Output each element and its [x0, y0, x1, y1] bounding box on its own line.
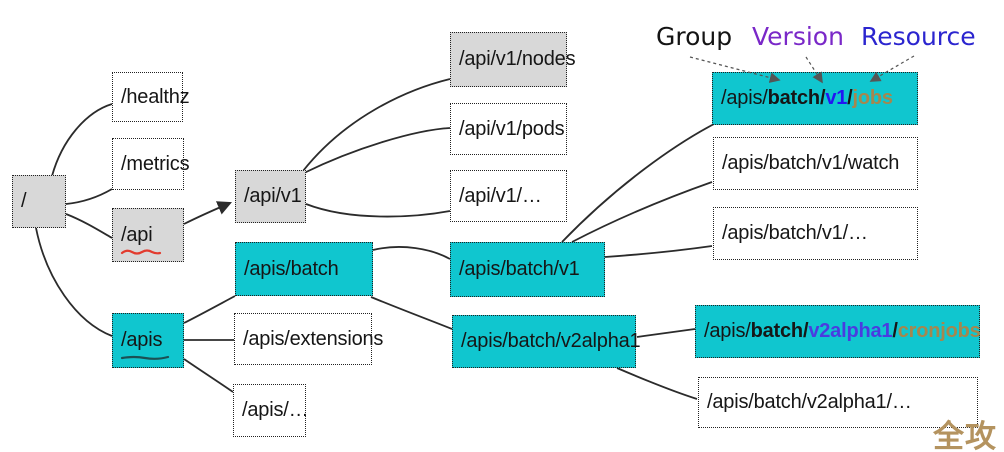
node-api-v1-dots: /api/v1/… — [450, 170, 567, 222]
node-apis-batch-v2alpha1: /apis/batch/v2alpha1 — [452, 315, 641, 368]
legend-label-resource: Resource — [861, 22, 976, 51]
watermark: 全攻略 — [933, 419, 997, 452]
node-label: /apis — [121, 329, 163, 351]
edge-apis-batch-v2alpha1-apis-batch-v2alpha1-cronjobs — [636, 328, 696, 338]
node-apis-batch-v1-jobs-segment: jobs — [852, 87, 894, 109]
node-apis-batch-v2alpha1-cronjobs-segment: / — [892, 320, 898, 342]
node-apis-batch-v1-dots: /apis/batch/v1/… — [713, 207, 918, 260]
edge-api-api-v1 — [183, 201, 232, 225]
node-healthz: /healthz — [112, 72, 190, 122]
edge-api-v1-api-v1-pods — [303, 127, 451, 174]
node-label: /healthz — [121, 85, 190, 108]
node-label: /api/v1/… — [459, 184, 542, 207]
edge-apis-batch-v1-apis-batch-v1-watch — [571, 181, 713, 243]
edge-apis-batch-apis-batch-v1 — [372, 246, 451, 260]
node-label: /apis/batch/v1/… — [722, 222, 868, 244]
red-squiggle-annotation — [120, 249, 162, 255]
node-label: /api — [121, 223, 153, 246]
node-label: /apis/batch/v1 — [459, 258, 580, 280]
edge-api-v1-api-v1-nodes — [302, 78, 451, 172]
edge-apis-batch-v1-apis-batch-v1-dots — [604, 245, 713, 258]
edge-root-healthz — [51, 103, 113, 177]
legend-label-version: Version — [752, 22, 844, 51]
node-label: /apis/extensions — [243, 327, 384, 350]
node-label: /apis/batch/v2alpha1 — [461, 330, 641, 352]
edge-apis-apis-dots — [183, 358, 234, 393]
node-apis-batch-v1-jobs: /apis/batch/v1/jobs — [712, 72, 918, 125]
node-label: /metrics — [121, 152, 190, 175]
node-api-v1: /api/v1 — [235, 170, 306, 223]
node-label: /api/v1/nodes — [459, 48, 576, 70]
edge-apis-apis-batch — [183, 295, 236, 324]
node-apis-batch-v2alpha1-cronjobs-segment: /apis/ — [704, 320, 751, 342]
node-apis-batch-v1-jobs-segment: batch — [767, 87, 821, 109]
node-label: /api/v1/pods — [459, 117, 565, 140]
node-label: / — [21, 190, 27, 212]
node-label: /apis/batch/v1/watch — [722, 152, 900, 174]
edge-api-v1-api-v1-dots — [305, 203, 451, 218]
edge-apis-batch-apis-batch-v2alpha1 — [370, 296, 453, 330]
node-apis-batch-v2alpha1-dots: /apis/batch/v2alpha1/… — [698, 377, 978, 428]
edge-root-metrics — [65, 188, 113, 205]
node-apis-batch-v2alpha1-cronjobs-segment: cronjobs — [897, 320, 981, 342]
node-apis-batch: /apis/batch — [235, 242, 373, 296]
edge-root-api — [65, 213, 113, 239]
node-apis-batch-v2alpha1-cronjobs-segment: v2alpha1 — [808, 320, 893, 342]
node-apis-batch-v2alpha1-cronjobs: /apis/batch/v2alpha1/cronjobs — [695, 305, 981, 358]
node-apis-dots: /apis/… — [233, 384, 309, 437]
node-api-v1-nodes: /api/v1/nodes — [450, 32, 576, 87]
node-apis-batch-v1-jobs-segment: / — [847, 87, 853, 109]
node-metrics: /metrics — [112, 138, 190, 190]
node-label: /apis/… — [242, 399, 309, 421]
node-apis-batch-v1-jobs-segment: v1 — [825, 87, 848, 109]
edge-apis-batch-v1-apis-batch-v1-jobs — [561, 123, 715, 243]
node-apis-batch-v1: /apis/batch/v1 — [450, 242, 605, 297]
node-apis-batch-v2alpha1-cronjobs-segment: / — [802, 320, 809, 342]
node-label: /apis/batch — [244, 257, 339, 280]
node-label: /apis/batch/v2alpha1/… — [707, 391, 912, 413]
node-api: /api — [112, 208, 184, 262]
dark-underline-annotation — [120, 355, 170, 360]
node-apis-batch-v2alpha1-cronjobs-segment: batch — [750, 320, 804, 342]
node-apis-batch-v1-jobs-segment: /apis/ — [721, 87, 768, 109]
node-apis-batch-v1-jobs-segment: / — [819, 87, 826, 109]
edge-apis-batch-v2alpha1-apis-batch-v2alpha1-dots — [616, 367, 698, 400]
node-apis-extensions: /apis/extensions — [234, 313, 383, 365]
node-root: / — [12, 175, 66, 228]
node-apis: /apis — [112, 313, 184, 368]
node-apis-batch-v1-watch: /apis/batch/v1/watch — [713, 137, 918, 190]
node-label: /api/v1 — [244, 185, 302, 207]
node-api-v1-pods: /api/v1/pods — [450, 103, 567, 155]
edge-root-apis — [35, 227, 113, 337]
legend-label-group: Group — [656, 22, 733, 51]
